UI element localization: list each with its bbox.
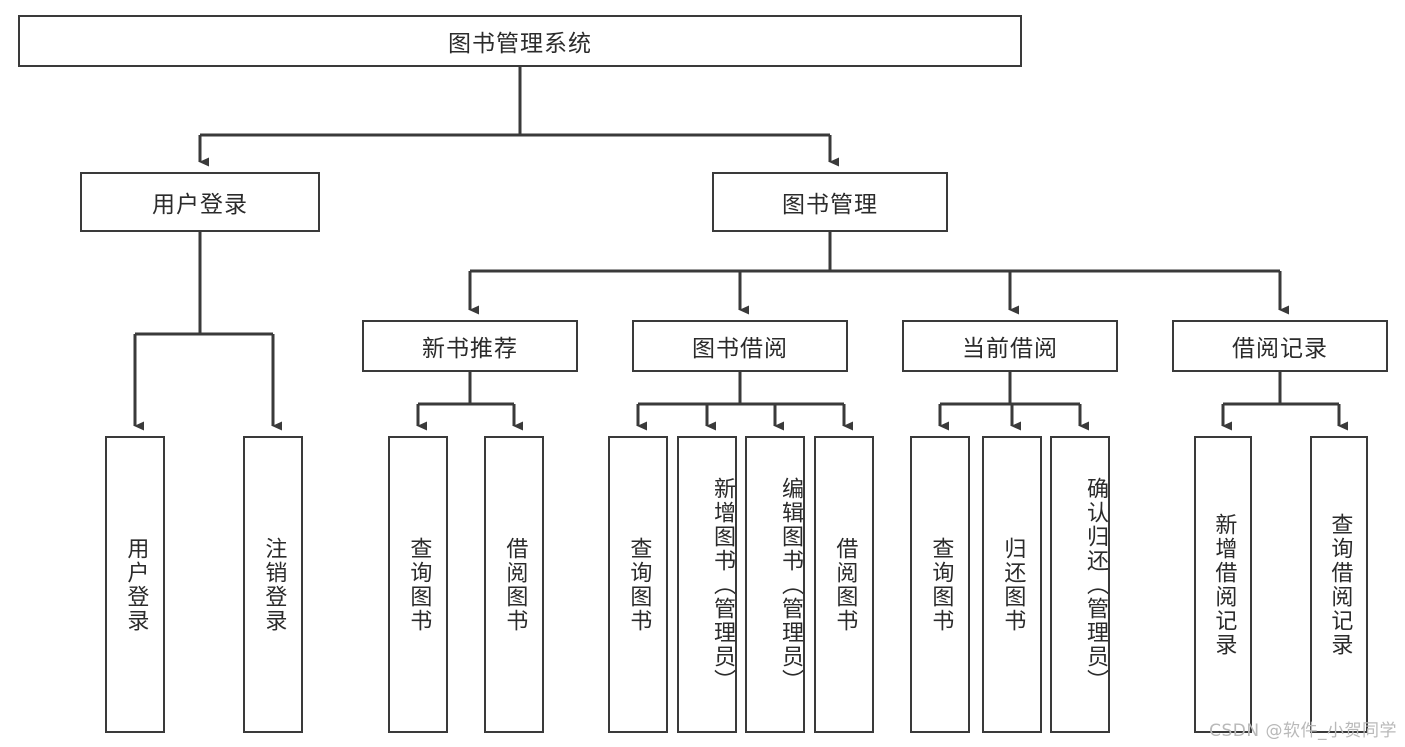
- node-leaf-user-logout-label: 注销登录: [261, 536, 287, 633]
- node-leaf-add-record-label: 新增借阅记录: [1211, 512, 1237, 657]
- node-root-label: 图书管理系统: [448, 31, 592, 57]
- node-new-book-rec-label: 新书推荐: [422, 336, 518, 362]
- node-leaf-edit-book[interactable]: 编辑图书（管理员）: [745, 436, 805, 733]
- node-borrow-record[interactable]: 借阅记录: [1172, 320, 1388, 372]
- node-leaf-query-record-label: 查询借阅记录: [1327, 512, 1353, 657]
- node-leaf-confirm-return[interactable]: 确认归还（管理员）: [1050, 436, 1110, 733]
- node-leaf-query-book-c-label: 查询图书: [928, 536, 954, 633]
- node-book-manage[interactable]: 图书管理: [712, 172, 948, 232]
- node-leaf-confirm-return-label: 确认归还（管理员）: [1083, 476, 1108, 693]
- node-leaf-borrow-book-a-label: 借阅图书: [502, 536, 528, 633]
- node-leaf-edit-book-label: 编辑图书（管理员）: [778, 476, 803, 693]
- node-leaf-borrow-book-a[interactable]: 借阅图书: [484, 436, 544, 733]
- node-current-borrow[interactable]: 当前借阅: [902, 320, 1118, 372]
- node-leaf-query-book-c[interactable]: 查询图书: [910, 436, 970, 733]
- node-book-manage-label: 图书管理: [782, 192, 878, 218]
- node-leaf-add-record[interactable]: 新增借阅记录: [1194, 436, 1252, 733]
- node-leaf-borrow-book-b-label: 借阅图书: [832, 536, 858, 633]
- node-new-book-rec[interactable]: 新书推荐: [362, 320, 578, 372]
- node-user-login[interactable]: 用户登录: [80, 172, 320, 232]
- node-leaf-query-book-b-label: 查询图书: [626, 536, 652, 633]
- node-book-borrow-label: 图书借阅: [692, 336, 788, 362]
- node-current-borrow-label: 当前借阅: [962, 336, 1058, 362]
- node-borrow-record-label: 借阅记录: [1232, 336, 1328, 362]
- node-leaf-user-logout[interactable]: 注销登录: [243, 436, 303, 733]
- node-leaf-query-record[interactable]: 查询借阅记录: [1310, 436, 1368, 733]
- node-root[interactable]: 图书管理系统: [18, 15, 1022, 67]
- node-leaf-add-book-label: 新增图书（管理员）: [710, 476, 735, 693]
- node-leaf-return-book-label: 归还图书: [1000, 536, 1026, 633]
- node-leaf-query-book-a[interactable]: 查询图书: [388, 436, 448, 733]
- node-leaf-user-login[interactable]: 用户登录: [105, 436, 165, 733]
- node-user-login-label: 用户登录: [152, 192, 248, 218]
- node-book-borrow[interactable]: 图书借阅: [632, 320, 848, 372]
- node-leaf-return-book[interactable]: 归还图书: [982, 436, 1042, 733]
- node-leaf-borrow-book-b[interactable]: 借阅图书: [814, 436, 874, 733]
- node-leaf-add-book[interactable]: 新增图书（管理员）: [677, 436, 737, 733]
- watermark-text: CSDN @软件_小贺同学: [1209, 721, 1397, 741]
- node-leaf-user-login-label: 用户登录: [123, 536, 149, 633]
- node-leaf-query-book-a-label: 查询图书: [406, 536, 432, 633]
- node-leaf-query-book-b[interactable]: 查询图书: [608, 436, 668, 733]
